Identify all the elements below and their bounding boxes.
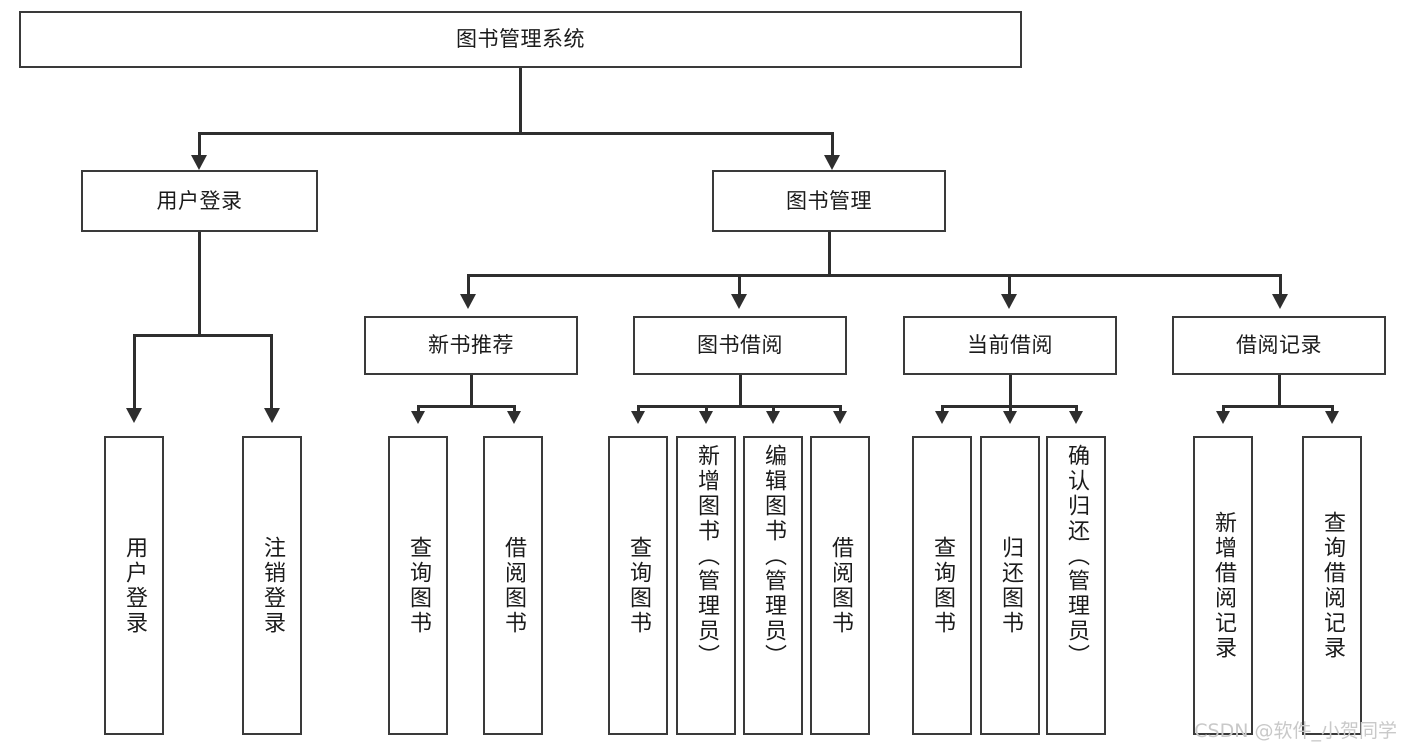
connector-user-login-stem [198,232,201,336]
leaf-record-query-label: 查询借阅记录 [1320,510,1345,661]
connector-current-branch-2 [1009,405,1012,415]
leaf-current-query[interactable]: 查询图书 [912,436,972,735]
connector-new-book-branch-2 [513,405,516,415]
arrow-record-leaf-2 [1325,411,1339,424]
leaf-borrow-edit-book-label: 编辑图书（管理员） [761,444,786,669]
arrow-new-book-leaf-1 [411,411,425,424]
arrow-record-leaf-1 [1216,411,1230,424]
leaf-current-return[interactable]: 归还图书 [980,436,1040,735]
leaf-record-add[interactable]: 新增借阅记录 [1193,436,1253,735]
node-book-management[interactable]: 图书管理 [712,170,946,232]
connector-root-to-user-login [198,132,201,158]
leaf-new-book-borrow[interactable]: 借阅图书 [483,436,543,735]
arrow-book-mgmt-to-record [1272,294,1288,309]
leaf-record-query[interactable]: 查询借阅记录 [1302,436,1362,735]
arrow-book-mgmt-to-new-book [460,294,476,309]
connector-root-stem [519,68,522,134]
connector-current-stem [1009,375,1012,407]
leaf-borrow-edit-book[interactable]: 编辑图书（管理员） [743,436,803,735]
arrow-book-mgmt-to-current [1001,294,1017,309]
leaf-new-book-borrow-label: 借阅图书 [501,535,526,636]
watermark: CSDN @软件_小贺同学 [1194,720,1397,742]
node-new-book-recommend-label: 新书推荐 [428,333,514,358]
arrow-root-to-book-mgmt [824,155,840,170]
node-user-login[interactable]: 用户登录 [81,170,318,232]
arrow-user-login-leaf-1 [126,408,142,423]
connector-borrow-bus [637,405,842,408]
connector-borrow-branch-3 [772,405,775,415]
arrow-borrow-leaf-1 [631,411,645,424]
connector-user-login-bus [133,334,272,337]
connector-book-mgmt-branch-2 [738,274,741,296]
node-book-borrow[interactable]: 图书借阅 [633,316,847,375]
leaf-user-login-login-label: 用户登录 [122,535,147,636]
connector-current-branch-3 [1075,405,1078,415]
connector-root-to-book-mgmt [831,132,834,158]
leaf-user-login-logout[interactable]: 注销登录 [242,436,302,735]
leaf-record-add-label: 新增借阅记录 [1211,510,1236,661]
leaf-borrow-query[interactable]: 查询图书 [608,436,668,735]
leaf-new-book-query-label: 查询图书 [406,535,431,636]
connector-record-branch-1 [1222,405,1225,415]
arrow-borrow-leaf-3 [766,411,780,424]
arrow-borrow-leaf-4 [833,411,847,424]
leaf-user-login-logout-label: 注销登录 [260,535,285,636]
leaf-user-login-login[interactable]: 用户登录 [104,436,164,735]
leaf-borrow-add-book[interactable]: 新增图书（管理员） [676,436,736,735]
connector-user-login-branch-1 [133,334,136,410]
connector-borrow-branch-4 [839,405,842,415]
node-root-label: 图书管理系统 [456,27,585,52]
leaf-borrow-query-label: 查询图书 [626,535,651,636]
arrow-current-leaf-2 [1003,411,1017,424]
connector-book-mgmt-branch-3 [1008,274,1011,296]
connector-book-mgmt-branch-1 [467,274,470,296]
node-user-login-label: 用户登录 [156,188,243,213]
connector-new-book-branch-1 [417,405,420,415]
arrow-book-mgmt-to-borrow [731,294,747,309]
leaf-borrow-borrow-book-label: 借阅图书 [828,535,853,636]
connector-record-bus [1222,405,1334,408]
leaf-current-return-label: 归还图书 [998,535,1023,636]
arrow-root-to-user-login [191,155,207,170]
connector-new-book-stem [470,375,473,407]
connector-borrow-stem [739,375,742,407]
node-book-borrow-label: 图书借阅 [697,333,783,358]
leaf-borrow-borrow-book[interactable]: 借阅图书 [810,436,870,735]
connector-book-mgmt-branch-4 [1279,274,1282,296]
node-borrow-record[interactable]: 借阅记录 [1172,316,1386,375]
node-current-borrow-label: 当前借阅 [967,333,1053,358]
arrow-current-leaf-1 [935,411,949,424]
node-root[interactable]: 图书管理系统 [19,11,1022,68]
node-new-book-recommend[interactable]: 新书推荐 [364,316,578,375]
leaf-current-query-label: 查询图书 [930,535,955,636]
leaf-current-confirm-return[interactable]: 确认归还（管理员） [1046,436,1106,735]
connector-current-branch-1 [941,405,944,415]
node-borrow-record-label: 借阅记录 [1236,333,1322,358]
node-current-borrow[interactable]: 当前借阅 [903,316,1117,375]
connector-new-book-bus [417,405,516,408]
connector-root-bus [198,132,834,135]
connector-borrow-branch-1 [637,405,640,415]
arrow-user-login-leaf-2 [264,408,280,423]
leaf-current-confirm-return-label: 确认归还（管理员） [1064,444,1089,669]
connector-record-branch-2 [1331,405,1334,415]
arrow-new-book-leaf-2 [507,411,521,424]
connector-user-login-branch-2 [270,334,273,410]
arrow-borrow-leaf-2 [699,411,713,424]
node-book-management-label: 图书管理 [786,188,872,213]
connector-record-stem [1278,375,1281,407]
arrow-current-leaf-3 [1069,411,1083,424]
connector-book-mgmt-stem [828,232,831,276]
leaf-borrow-add-book-label: 新增图书（管理员） [694,444,719,669]
connector-borrow-branch-2 [705,405,708,415]
connector-book-mgmt-bus [467,274,1282,277]
leaf-new-book-query[interactable]: 查询图书 [388,436,448,735]
